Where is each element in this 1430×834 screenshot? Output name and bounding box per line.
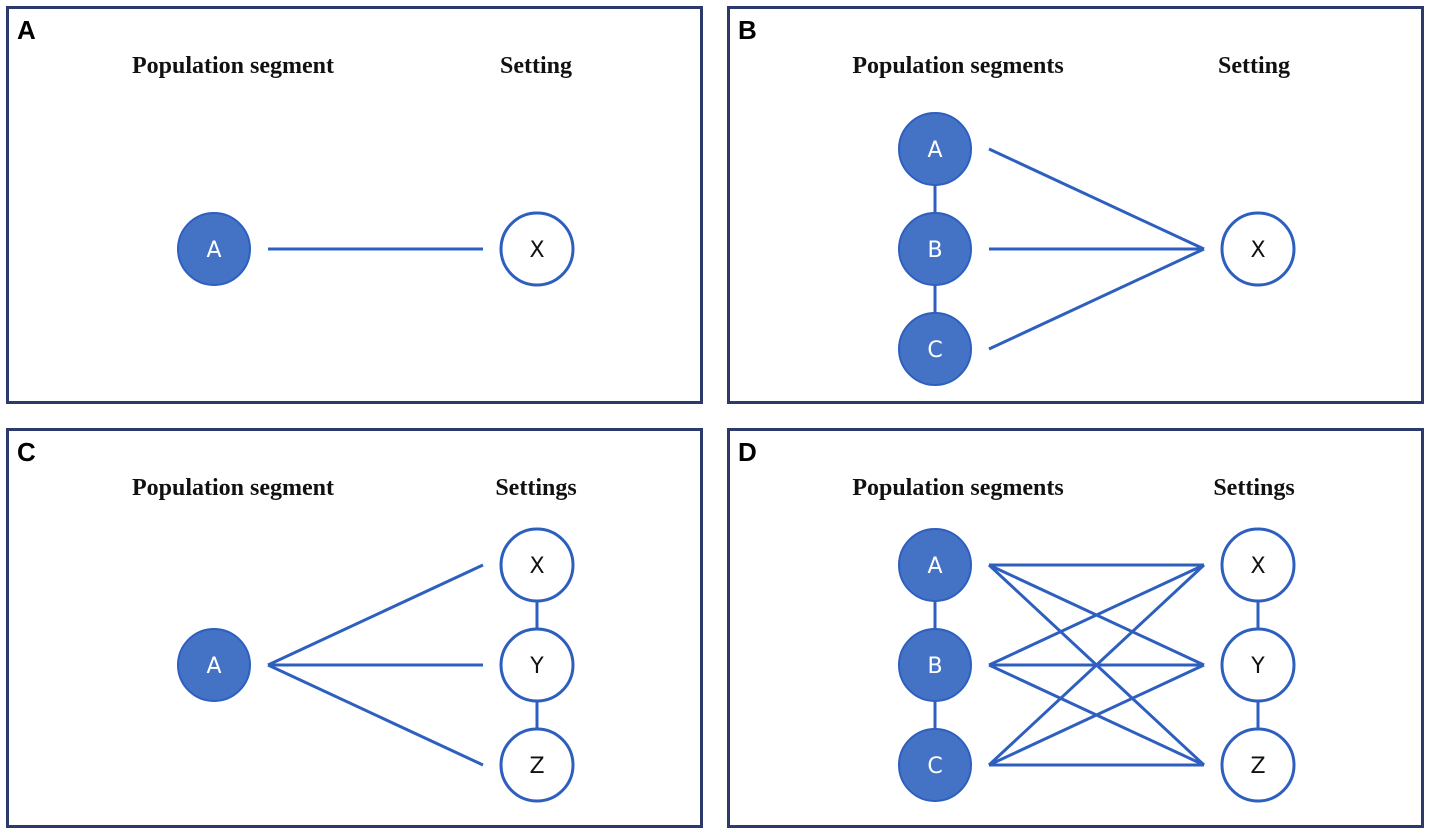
diagram-d: A B C X Y Z	[898, 527, 1296, 803]
right-heading: Setting	[1218, 53, 1290, 79]
setting-node-x	[1220, 527, 1296, 603]
segment-node-label: B	[927, 654, 942, 679]
segment-node-a	[898, 112, 972, 186]
left-heading: Population segment	[131, 53, 335, 79]
link-b-x	[988, 563, 1205, 667]
panel-letter: A	[17, 15, 36, 45]
setting-node-x	[499, 211, 575, 287]
setting-node-label: X	[529, 554, 544, 579]
segment-node-label: B	[927, 238, 942, 263]
setting-node-z	[1220, 727, 1296, 803]
link-c-y	[988, 663, 1205, 767]
setting-node-z	[499, 727, 575, 803]
setting-node-label: Y	[1250, 654, 1265, 679]
panel-b: B Population segments Setting A B C X	[727, 6, 1424, 404]
setting-node-label: X	[1250, 238, 1265, 263]
setting-node-label: Y	[529, 654, 544, 679]
setting-node-y	[499, 627, 575, 703]
left-heading: Population segment	[131, 475, 335, 501]
link-c-x	[987, 563, 1206, 767]
segment-node-b	[898, 212, 972, 286]
setting-node-label: Z	[1250, 754, 1265, 779]
panel-c: C Population segment Settings A X Y Z	[6, 428, 703, 828]
setting-node-x	[499, 527, 575, 603]
segment-node-c	[898, 728, 972, 802]
link-a-x	[988, 147, 1205, 251]
segment-node-label: C	[927, 338, 942, 363]
right-heading: Setting	[500, 53, 572, 79]
segment-node-label: A	[927, 554, 942, 579]
setting-node-label: X	[1250, 554, 1265, 579]
setting-node-y	[1220, 627, 1296, 703]
panel-d: D Population segments Settings A B C X Y Z	[727, 428, 1424, 828]
setting-node-label: X	[529, 238, 544, 263]
segment-node-b	[898, 628, 972, 702]
segment-node-label: A	[206, 238, 221, 263]
segment-node-a	[898, 528, 972, 602]
panel-letter: D	[738, 437, 757, 467]
segment-node-c	[898, 312, 972, 386]
left-heading: Population segments	[852, 53, 1064, 79]
segment-node-label: A	[927, 138, 942, 163]
right-heading: Settings	[495, 475, 577, 501]
setting-node-x	[1220, 211, 1296, 287]
segment-node-label: C	[927, 754, 942, 779]
link-c-x	[988, 247, 1205, 351]
segment-node-a	[177, 212, 251, 286]
panel-letter: B	[738, 15, 757, 45]
panel-letter: C	[17, 437, 36, 467]
segment-node-a	[177, 628, 251, 702]
link-a-z	[267, 663, 484, 767]
segment-node-label: A	[206, 654, 221, 679]
left-heading: Population segments	[852, 475, 1064, 501]
diagram-c: A X Y Z	[177, 527, 575, 803]
right-heading: Settings	[1213, 475, 1295, 501]
link-a-x	[267, 563, 484, 667]
setting-node-label: Z	[529, 754, 544, 779]
diagram-b: A B C X	[898, 112, 1296, 386]
